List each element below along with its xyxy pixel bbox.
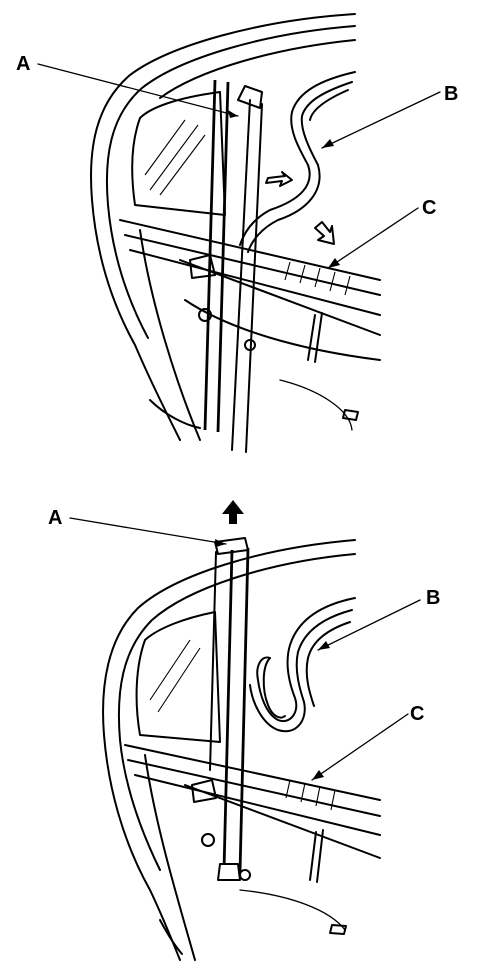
pull-up-arrow-icon bbox=[222, 500, 244, 524]
callout-label-a: A bbox=[48, 507, 62, 529]
diagram-panel-bottom: A B C bbox=[0, 480, 496, 966]
door-assembly-drawing-top: A B C bbox=[16, 13, 458, 453]
diagram-panel-top: A B C bbox=[0, 0, 496, 460]
callout-label-c: C bbox=[410, 703, 424, 725]
callout-label-a: A bbox=[16, 53, 30, 75]
door-assembly-drawing-bottom: A B C bbox=[48, 500, 440, 961]
callout-label-b: B bbox=[444, 83, 458, 105]
callout-label-c: C bbox=[422, 197, 436, 219]
callout-label-b: B bbox=[426, 587, 440, 609]
